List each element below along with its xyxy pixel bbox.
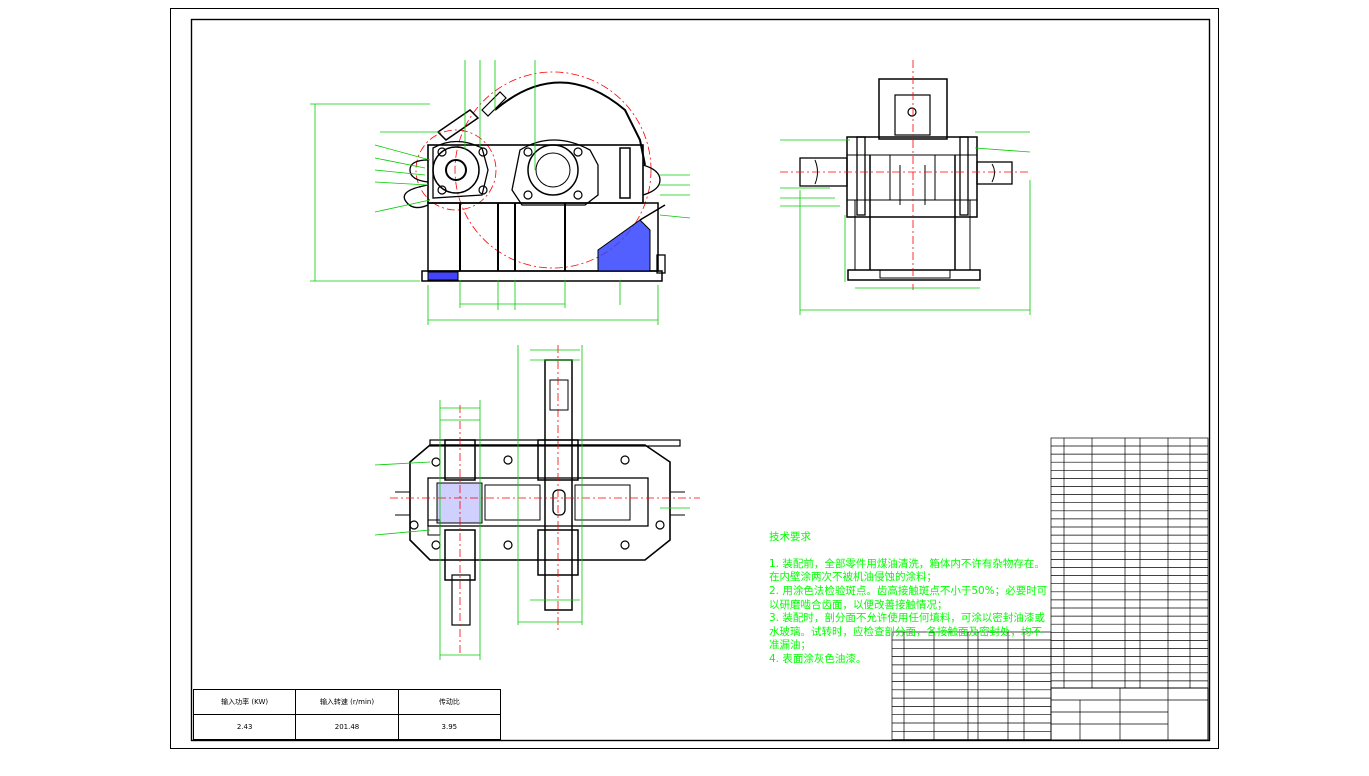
top-view (395, 359, 685, 626)
tech-requirement-1: 1. 装配前，全部零件用煤油清洗，箱体内不许有杂物存在。在内壁涂两次不被机油侵蚀… (769, 557, 1045, 584)
outer-frame (170, 8, 1219, 749)
parameter-table: 输入功率 (KW) 输入转速 (r/min) 传动比 2.43 201.48 3… (192, 689, 502, 740)
front-view (403, 71, 666, 282)
inner-frame (190, 18, 1211, 742)
front-view-dimensions (310, 60, 691, 325)
tech-requirements-title: 技术要求 (769, 530, 811, 543)
tech-requirement-4: 4. 表面涂灰色油漆。 (769, 652, 867, 665)
top-view-dimensions (374, 345, 700, 660)
tech-requirement-2: 2. 用涂色法检验斑点。齿高接触斑点不小于50%；必要时可以研磨啮合齿面，以便改… (769, 584, 1048, 611)
param-header-ratio: 传动比 (397, 689, 502, 715)
param-header-speed: 输入转速 (r/min) (295, 689, 399, 715)
tech-requirement-3: 3. 装配时，剖分面不允许使用任何填料，可涂以密封油漆或水玻璃。试转时，应检查剖… (769, 612, 1045, 652)
param-header-power: 输入功率 (KW) (192, 689, 297, 715)
side-view-dimensions (780, 60, 1031, 315)
technical-requirements: 技术要求 1. 装配前，全部零件用煤油清洗，箱体内不许有杂物存在。在内壁涂两次不… (769, 517, 1049, 667)
parts-list (891, 437, 1209, 741)
param-value-ratio: 3.95 (397, 714, 502, 740)
side-view (799, 78, 1013, 281)
param-value-power: 2.43 (192, 714, 297, 740)
param-value-speed: 201.48 (295, 714, 399, 740)
